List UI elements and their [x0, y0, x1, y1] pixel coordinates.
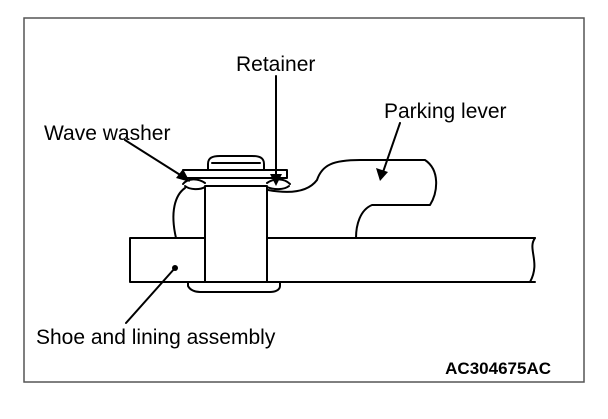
pin-head: [207, 155, 265, 177]
wave-washer-left-lower: [184, 185, 206, 191]
figure-frame: [23, 17, 585, 383]
retainer-label: Retainer: [236, 53, 315, 76]
shoe-and-lining-bar: [129, 237, 536, 283]
pin-body: [204, 185, 268, 283]
wave-washer-leader: [124, 139, 186, 179]
wave-washer-arrowhead: [176, 169, 190, 182]
retainer-arrowhead: [270, 174, 282, 186]
shoe-and-lining-label: Shoe and lining assembly: [36, 326, 276, 349]
parking-lever-leader: [381, 122, 401, 176]
parking-lever: [267, 159, 438, 239]
shoe-break-line: [529, 237, 536, 283]
lever-left-edge: [172, 187, 186, 239]
wave-washer-right-lower: [266, 185, 290, 191]
shoe-leader-dot: [172, 265, 178, 271]
wave-washer-left: [182, 178, 206, 185]
figure-code: AC304675AC: [445, 359, 551, 378]
parking-lever-arrowhead: [376, 168, 388, 181]
shoe-leader: [125, 267, 176, 324]
wave-washer-label: Wave washer: [44, 122, 170, 145]
parking-lever-label: Parking lever: [384, 100, 507, 123]
pin-lower-end: [187, 281, 281, 293]
